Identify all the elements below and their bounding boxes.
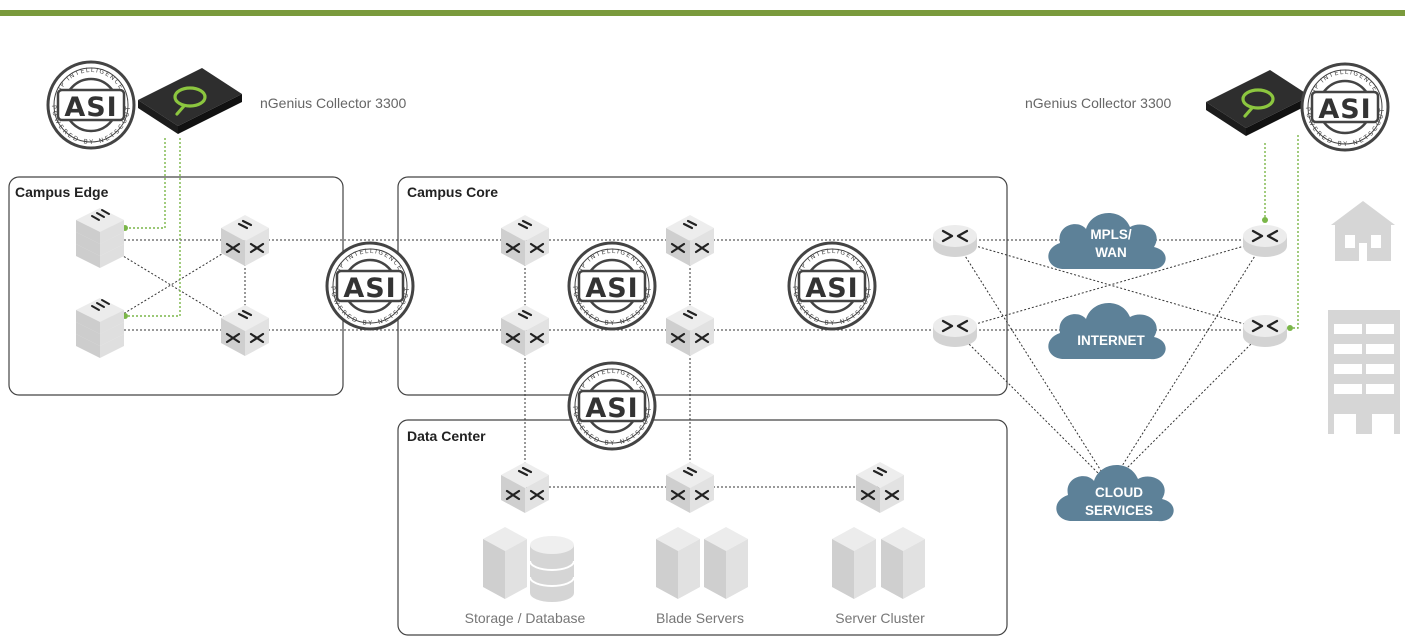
network-links bbox=[99, 239, 1266, 488]
blade-servers-icon bbox=[656, 527, 748, 599]
asi-badge bbox=[46, 60, 136, 150]
dc-cube-switch bbox=[499, 460, 551, 515]
office-building-icon bbox=[1328, 310, 1400, 434]
svg-text:INTERNET: INTERNET bbox=[1077, 333, 1145, 348]
branch-router bbox=[1241, 313, 1289, 349]
campus-edge-title: Campus Edge bbox=[15, 184, 109, 200]
edge-cube-switch bbox=[219, 303, 271, 358]
branch-router bbox=[1241, 223, 1289, 259]
core-cube-switch bbox=[664, 213, 716, 268]
top-accent-bar bbox=[0, 10, 1405, 16]
asi-badge bbox=[567, 241, 657, 331]
server-cluster-icon bbox=[832, 527, 925, 599]
campus-core-title: Campus Core bbox=[407, 184, 499, 200]
collector-appliance-left bbox=[136, 66, 244, 136]
data-center-title: Data Center bbox=[407, 428, 486, 444]
core-cube-switch bbox=[499, 213, 551, 268]
asi-badge bbox=[787, 241, 877, 331]
data-center-zone bbox=[397, 419, 1008, 636]
core-router bbox=[931, 223, 979, 259]
svg-text:CLOUD: CLOUD bbox=[1095, 485, 1143, 500]
dc-cube-switch bbox=[664, 460, 716, 515]
cloud-services-cloud: CLOUD SERVICES bbox=[1056, 464, 1174, 522]
asi-badge bbox=[1300, 62, 1390, 152]
core-router bbox=[931, 313, 979, 349]
collector-taps bbox=[125, 135, 1299, 329]
server-cluster-label: Server Cluster bbox=[835, 610, 925, 626]
internet-cloud: INTERNET bbox=[1048, 302, 1166, 360]
svg-text:MPLS/: MPLS/ bbox=[1090, 227, 1132, 242]
campus-edge-zone bbox=[8, 176, 344, 396]
core-cube-switch bbox=[499, 303, 551, 358]
asi-badge bbox=[325, 241, 415, 331]
edge-stack-switch bbox=[75, 207, 125, 269]
collector-label-right: nGenius Collector 3300 bbox=[1025, 95, 1172, 111]
edge-cube-switch bbox=[219, 213, 271, 268]
core-cube-switch bbox=[664, 303, 716, 358]
edge-stack-switch bbox=[75, 297, 125, 359]
collector-appliance-right bbox=[1204, 68, 1312, 138]
storage-database-label: Storage / Database bbox=[464, 610, 586, 626]
blade-servers-label: Blade Servers bbox=[656, 610, 744, 626]
campus-core-zone bbox=[397, 176, 1008, 396]
asi-badge bbox=[567, 361, 657, 451]
dc-cube-switch bbox=[854, 460, 906, 515]
svg-text:WAN: WAN bbox=[1095, 245, 1127, 260]
mpls-wan-cloud: MPLS/ WAN bbox=[1048, 212, 1166, 270]
storage-database-icon bbox=[483, 527, 575, 603]
svg-text:SERVICES: SERVICES bbox=[1085, 503, 1153, 518]
collector-label-left: nGenius Collector 3300 bbox=[260, 95, 407, 111]
house-icon bbox=[1331, 201, 1395, 261]
